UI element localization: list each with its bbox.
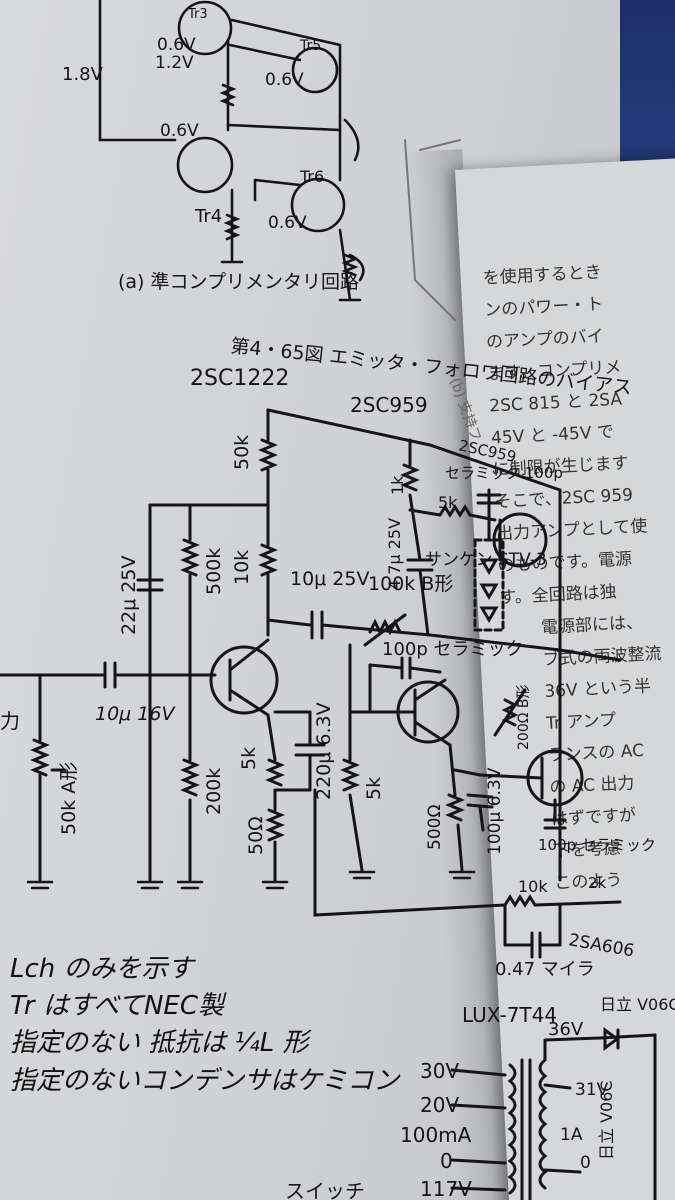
label-switch: スイッチ [285,1179,365,1200]
note-line-1: Lch のみを示す [10,954,194,984]
label-0-6v-c: 0.6V [160,121,199,141]
label-1-8v: 1.8V [62,64,104,85]
label-sec-0: 0 [580,1153,591,1173]
top-circuit-wires [98,0,461,321]
label-r10k-b: 10k [518,877,548,896]
main-circuit-labels: 2SC1222 2SC959 2SC959 50k 10k 500k 200k … [0,366,656,980]
label-vr50k: 50k A形 [58,762,80,835]
label-sec-1a: 1A [560,1125,583,1145]
label-1-2v: 1.2V [155,53,194,73]
label-r5k-c: 5k [363,777,385,800]
label-sec-31v: 31V [575,1080,609,1100]
label-tap-30v: 30V [420,1059,459,1083]
note-line-3: 指定のない 抵抗は ¼L 形 [10,1028,309,1058]
label-vr100k: 100k B形 [368,573,453,595]
label-diode-top: 日立 V06C [600,995,675,1014]
label-tr4: Tr4 [194,206,222,227]
label-r50k: 50k [231,435,253,470]
label-r500: 500Ω [425,805,445,850]
label-ceramic-top: セラミック 100p [445,464,563,482]
label-tr5: Tr5 [299,38,321,54]
power-supply-labels: LUX-7T44 30V 20V 100mA 0 117V 36V 31V 1A… [285,995,675,1200]
label-r200k: 200k [203,768,225,815]
label-r5k-b: 5k [438,493,458,512]
label-r10k: 10k [231,550,253,585]
caption-a: (a) 準コンプリメンタリ回路 [118,271,359,293]
note-line-2: Tr はすべてNEC製 [10,991,224,1021]
label-r5k-a: 5k [238,747,260,770]
label-c100u: 100μ 6.3V [485,767,505,855]
label-c10-25: 10μ 25V [290,568,369,590]
label-tap-20v: 20V [420,1093,459,1117]
label-c22: 22μ 25V [118,556,140,635]
label-c10-16: 10μ 16V [95,703,176,725]
label-q1: 2SC1222 [190,366,289,391]
label-q3: 2SC959 [457,436,518,466]
label-c47: 4.7μ 25V [385,518,404,590]
label-c100p: 100p セラミック [382,639,524,660]
label-tap-117v: 117V [420,1177,472,1200]
label-r50: 50Ω [245,816,267,855]
label-tap-0: 0 [440,1149,453,1173]
label-c220: 220μ 6.3V [313,702,335,800]
label-tr6: Tr6 [299,167,324,186]
label-r2k: 2k [588,874,607,892]
label-c100p-b: 100p セラミック [538,836,656,854]
label-0-6v-b: 0.6V [265,70,304,90]
label-r1k: 1k [388,475,407,495]
label-q4: 2SA606 [567,930,635,961]
label-transformer: LUX-7T44 [462,1003,557,1027]
main-circuit-wires [0,408,657,1200]
label-diode-bottom: 日立 V06C [597,1080,616,1160]
label-diode: サンケン STV-3 [425,550,547,570]
note-line-4: 指定のないコンデンサはケミコン [10,1066,400,1096]
label-sec-36v: 36V [548,1019,584,1040]
caption-b: (b) 支持フ [446,376,484,444]
label-0-6v-a: 0.6V [157,35,196,55]
figure-caption: 第4・65図 エミッタ・フォロワ回路のバイアス [229,335,632,399]
label-vr200: 200Ω B形 [516,685,532,750]
top-circuit-labels: Tr3 Tr5 Tr4 Tr6 1.8V 0.6V 1.2V 0.6V 0.6V… [62,7,633,444]
label-0-6v-d: 0.6V [268,213,307,233]
label-tap-100ma: 100mA [400,1123,472,1147]
label-input: 力 [0,709,20,733]
label-q2: 2SC959 [350,393,428,417]
label-c047: 0.47 マイラ [495,959,595,980]
label-tr3: Tr3 [187,7,208,22]
label-r500k: 500k [203,548,225,595]
